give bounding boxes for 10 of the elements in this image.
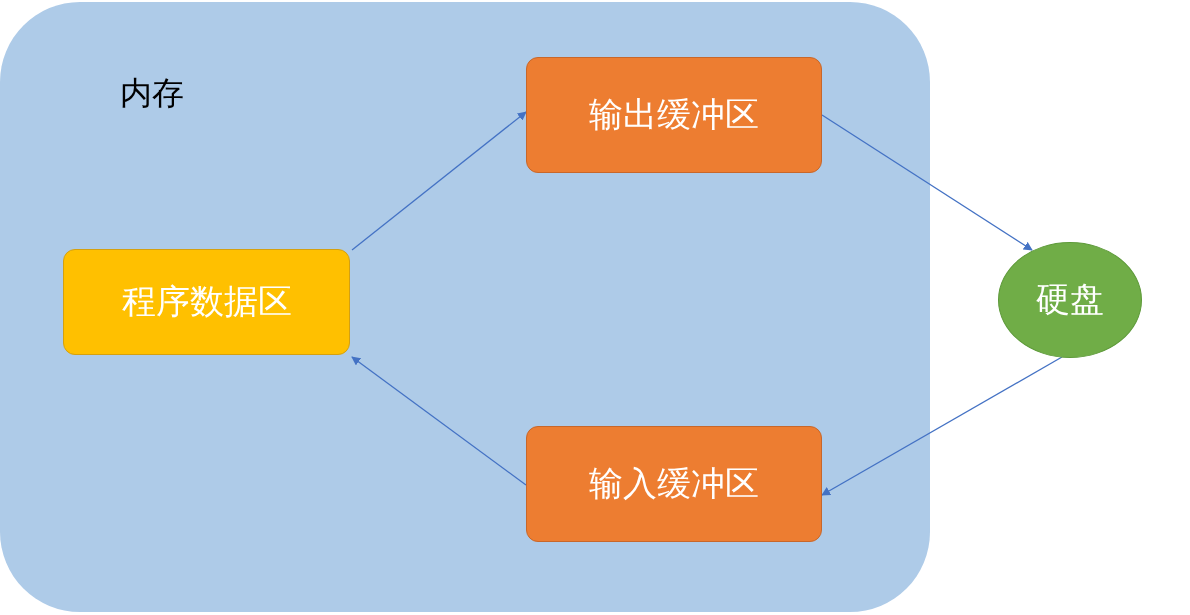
arrow <box>351 111 527 251</box>
process-box: 输入缓冲区 <box>526 426 822 542</box>
memory-region <box>0 2 930 612</box>
process-box: 程序数据区 <box>63 249 350 355</box>
arrow <box>821 356 1063 496</box>
disk-ellipse: 硬盘 <box>998 242 1142 358</box>
arrow <box>821 114 1033 251</box>
arrow <box>351 356 527 486</box>
region-label: 内存 <box>120 73 184 114</box>
process-box: 输出缓冲区 <box>526 57 822 173</box>
